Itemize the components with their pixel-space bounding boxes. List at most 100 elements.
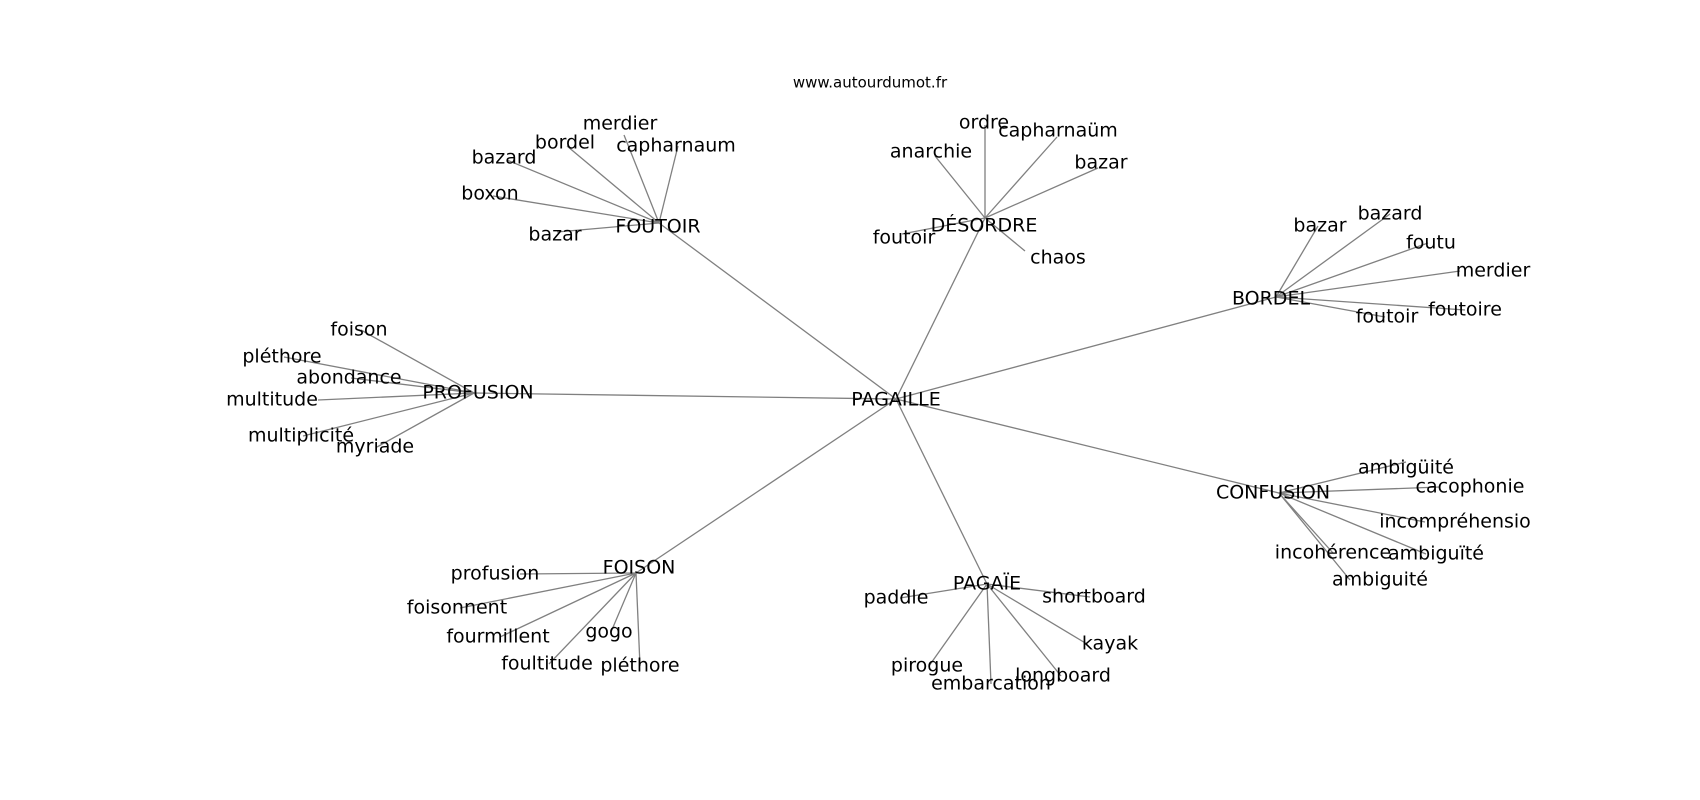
edge-hub-leaf: [934, 155, 986, 219]
edge-center-hub: [473, 392, 897, 400]
leaf-node: bazar: [528, 224, 581, 246]
edge-hub-leaf: [1278, 461, 1407, 494]
edge-hub-leaf: [986, 583, 1091, 598]
edge-hub-leaf: [376, 392, 475, 448]
leaf-node: bazard: [1358, 203, 1423, 225]
edge-center-hub: [658, 222, 897, 400]
edge-hub-leaf: [506, 159, 660, 224]
edge-hub-leaf: [1275, 213, 1391, 298]
leaf-node: myriade: [336, 436, 414, 458]
leaf-node: bazard: [472, 147, 537, 169]
leaf-node: bazar: [1293, 215, 1346, 237]
leaf-node: capharnaüm: [998, 120, 1118, 142]
edge-hub-leaf: [499, 572, 637, 638]
leaf-node: multitude: [226, 389, 318, 411]
edge-hub-leaf: [492, 195, 660, 224]
leaf-node: pirogue: [891, 655, 963, 677]
leaf-node: foultitude: [501, 653, 593, 675]
leaf-node: pléthore: [242, 346, 321, 368]
hub-node: FOUTOIR: [615, 216, 700, 238]
leaf-node: ambiguïté: [1388, 543, 1484, 565]
edge-hub-leaf: [519, 572, 637, 575]
edge-hub-leaf: [1278, 492, 1334, 554]
edge-hub-leaf: [1275, 242, 1429, 298]
leaf-node: foison: [330, 319, 387, 341]
edge-hub-leaf: [610, 572, 637, 633]
leaf-node: foutoire: [1428, 299, 1502, 321]
edge-center-hub: [895, 217, 986, 400]
edge-hub-leaf: [986, 583, 1088, 645]
edge-hub-leaf: [928, 583, 988, 667]
edge-hub-leaf: [1278, 486, 1441, 494]
leaf-node: bazar: [1074, 152, 1127, 174]
edge-hub-leaf: [1278, 492, 1426, 523]
leaf-node: incompréhensio: [1379, 511, 1531, 533]
hub-node: FOISON: [603, 557, 676, 579]
leaf-node: paddle: [864, 587, 929, 609]
leaf-node: kayak: [1082, 633, 1138, 655]
leaf-node: cacophonie: [1416, 476, 1525, 498]
leaf-node: incohérence: [1275, 542, 1391, 564]
leaf-node: abondance: [296, 367, 401, 389]
edge-hub-leaf: [1278, 492, 1427, 555]
edge-hub-leaf: [556, 222, 660, 233]
edge-hub-leaf: [1275, 296, 1386, 318]
edge-hub-leaf: [317, 392, 475, 401]
hub-node: PROFUSION: [422, 382, 533, 404]
leaf-node: foisonnent: [407, 597, 507, 619]
hub-node: CONFUSION: [1216, 482, 1330, 504]
leaf-node: gogo: [585, 621, 632, 643]
leaf-node: foutoir: [1356, 306, 1419, 328]
edge-hub-leaf: [658, 145, 679, 224]
hub-node: PAGAÏE: [953, 572, 1021, 595]
site-label: www.autourdumot.fr: [793, 74, 948, 92]
edge-hub-leaf: [566, 145, 660, 224]
leaf-node: fourmillent: [446, 626, 549, 648]
edge-hub-leaf: [1278, 492, 1351, 581]
hub-node: BORDEL: [1232, 288, 1310, 310]
leaf-node: bordel: [535, 132, 595, 154]
leaf-node: foutu: [1406, 232, 1456, 254]
edge-hub-leaf: [548, 572, 637, 665]
leaf-node: pléthore: [600, 655, 679, 677]
edge-center-hub: [895, 296, 1277, 400]
leaf-node: merdier: [583, 113, 658, 135]
edge-hub-leaf: [350, 377, 475, 394]
edge-hub-leaf: [984, 217, 1026, 252]
edge-hub-leaf: [623, 134, 660, 224]
hub-node: DÉSORDRE: [931, 214, 1038, 237]
center-node: PAGAILLE: [851, 389, 940, 411]
leaf-node: ambigüité: [1358, 457, 1454, 479]
leaf-node: shortboard: [1042, 586, 1146, 608]
leaf-node: profusion: [451, 563, 540, 585]
edge-hub-leaf: [984, 136, 1058, 219]
edge-hub-leaf: [283, 356, 475, 394]
edge-center-hub: [895, 398, 988, 585]
edge-hub-leaf: [459, 572, 637, 609]
edge-hub-leaf: [984, 167, 1099, 219]
edge-hub-leaf: [1275, 296, 1466, 311]
leaf-node: multiplicité: [248, 425, 354, 447]
leaf-node: ambiguité: [1332, 569, 1428, 591]
leaf-node: embarcation: [931, 673, 1051, 695]
edge-hub-leaf: [901, 217, 986, 235]
edge-hub-leaf: [986, 583, 992, 685]
edge-hub-leaf: [1275, 225, 1319, 298]
edges: [283, 125, 1466, 685]
leaf-node: chaos: [1030, 247, 1086, 269]
edge-hub-leaf: [899, 583, 988, 599]
leaf-node: longboard: [1015, 665, 1111, 687]
edge-hub-leaf: [986, 583, 1062, 677]
edge-hub-leaf: [1275, 270, 1461, 298]
leaf-node: capharnaum: [616, 135, 736, 157]
leaf-node: boxon: [461, 183, 518, 205]
edge-hub-leaf: [302, 392, 475, 437]
edge-center-hub: [895, 398, 1280, 494]
edge-hub-leaf: [360, 329, 475, 394]
edge-hub-leaf: [635, 572, 641, 667]
leaf-node: merdier: [1456, 260, 1531, 282]
leaf-node: foutoir: [873, 227, 936, 249]
leaf-node: ordre: [959, 112, 1009, 134]
